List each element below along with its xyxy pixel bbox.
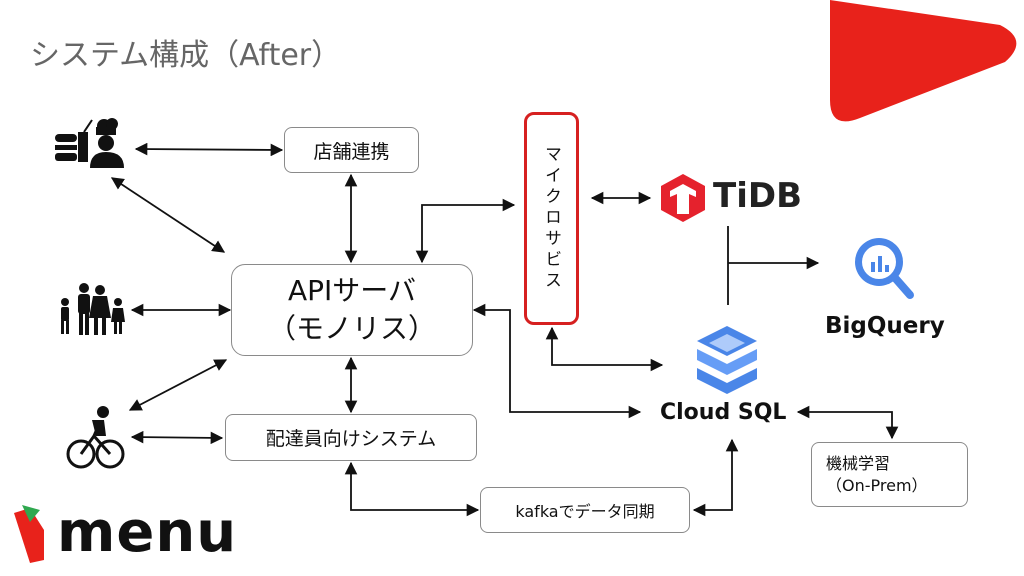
api-server-label: APIサーバ （モノリス）: [267, 274, 436, 345]
cloudsql-label: Cloud SQL: [660, 400, 787, 425]
arrow-cloudsql-ml: [796, 405, 899, 440]
arrow-delivery-kafka: [344, 461, 480, 517]
page-title: システム構成（After）: [30, 38, 342, 73]
microservice-box: マイクロサビス: [524, 112, 579, 325]
bigquery-label: BigQuery: [825, 313, 945, 339]
store-link-box: 店舗連携: [284, 127, 419, 173]
arrow-store-link: [134, 142, 284, 157]
arrow-kafka-cloudsql: [692, 438, 739, 517]
store-link-label: 店舗連携: [313, 140, 390, 163]
ml-onprem-label: 機械学習 （On-Prem）: [826, 453, 928, 495]
ml-onprem-box: 機械学習 （On-Prem）: [811, 442, 968, 507]
menu-logo-text: menu: [57, 500, 238, 565]
arrow-chef-api: [110, 177, 226, 253]
microservice-label: マイクロサビス: [541, 145, 561, 292]
arrow-bike-api: [128, 359, 228, 411]
kafka-sync-box: kafkaでデータ同期: [480, 487, 690, 533]
kafka-sync-label: kafkaでデータ同期: [515, 502, 655, 521]
arrow-bike-delivery: [130, 430, 224, 445]
delivery-system-label: 配達員向けシステム: [265, 428, 437, 450]
arrow-api-cloudsql: [472, 303, 642, 419]
arrow-api-micro: [415, 198, 516, 264]
api-server-box: APIサーバ （モノリス）: [231, 264, 473, 356]
tidb-label: TiDB: [713, 176, 802, 216]
delivery-system-box: 配達員向けシステム: [225, 414, 477, 461]
